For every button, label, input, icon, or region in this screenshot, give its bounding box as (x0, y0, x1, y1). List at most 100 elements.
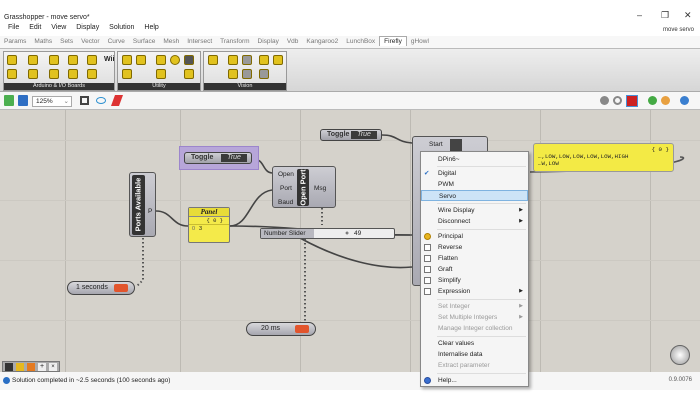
grid-icon[interactable] (242, 55, 252, 65)
menu-item-help[interactable]: Help... (421, 375, 528, 386)
menu-item-wire-display[interactable]: Wire Display▶ (421, 205, 528, 216)
menu-item-principal[interactable]: Principal (421, 231, 528, 242)
timer-1-seconds[interactable]: 1 seconds (67, 281, 135, 295)
menu-item-clear-values[interactable]: Clear values (438, 340, 475, 347)
folder-icon[interactable] (184, 69, 194, 79)
board-icon[interactable] (87, 55, 97, 65)
menu-solution[interactable]: Solution (109, 24, 135, 31)
shaded-preview-icon[interactable] (648, 96, 657, 105)
menu-view[interactable]: View (51, 24, 67, 31)
output-panel[interactable]: { 0 } …,LOW,LOW,LOW,LOW,LOW,HIGH …W,LOW (533, 143, 674, 172)
skeleton-icon[interactable] (242, 69, 252, 79)
tab-mesh[interactable]: Mesh (163, 38, 180, 45)
preview-eye-icon[interactable] (96, 97, 106, 104)
menu-item-digital[interactable]: ✔Digital (421, 168, 528, 179)
uno-write-icon[interactable] (28, 69, 38, 79)
panel-row-value[interactable]: 3 (199, 226, 203, 232)
camera-icon[interactable] (208, 55, 218, 65)
write-icon[interactable] (7, 55, 17, 65)
slider-grip-icon[interactable]: ⋄ (345, 230, 350, 237)
download-icon[interactable] (5, 363, 13, 371)
bracket-icon[interactable] (156, 55, 166, 65)
menu-item-graft[interactable]: Graft (421, 264, 528, 275)
navigation-compass-icon[interactable] (670, 345, 690, 365)
mega-write-icon[interactable] (49, 69, 59, 79)
restore-button[interactable]: ❐ (661, 10, 670, 20)
menu-edit[interactable]: Edit (29, 24, 42, 31)
play-icon[interactable] (170, 55, 180, 65)
webcam-icon[interactable] (228, 55, 238, 65)
binoculars-icon[interactable] (184, 55, 194, 65)
material-icon[interactable] (661, 96, 670, 105)
menu-help[interactable]: Help (144, 24, 159, 31)
meter-icon[interactable] (122, 69, 132, 79)
zoom-dropdown[interactable]: 125%⌄ (32, 96, 72, 107)
save-icon[interactable] (18, 95, 28, 106)
toggle-value[interactable]: True (221, 154, 247, 162)
open-port-component[interactable]: Open Port Baud Open Port Msg (272, 166, 336, 208)
remove-icon[interactable]: × (49, 363, 57, 371)
figure-icon[interactable] (259, 69, 269, 79)
sketch-icon[interactable] (110, 95, 124, 106)
uno-read-icon[interactable] (28, 55, 38, 65)
depth-icon[interactable] (259, 55, 269, 65)
tab-kangaroo2[interactable]: Kangaroo2 (306, 38, 339, 45)
due-read-icon[interactable] (68, 55, 78, 65)
tab-display[interactable]: Display (257, 38, 279, 45)
globe-icon[interactable] (680, 96, 689, 105)
due-write-icon[interactable] (68, 69, 78, 79)
tab-params[interactable]: Params (4, 38, 27, 45)
tab-vdb[interactable]: Vdb (286, 38, 299, 45)
menu-item-pwm[interactable]: PWM (438, 181, 454, 188)
menu-item-set-multiple-integers[interactable]: Set Multiple Integers▶ (421, 312, 528, 323)
wii-label[interactable]: Wii (104, 56, 115, 63)
tab-maths[interactable]: Maths (34, 38, 53, 45)
open-file-icon[interactable] (4, 95, 14, 106)
menu-item-servo[interactable]: Servo (421, 190, 528, 201)
wifi-icon[interactable] (16, 363, 24, 371)
tab-intersect[interactable]: Intersect (187, 38, 213, 45)
preview-selected-icon[interactable] (626, 95, 638, 107)
menu-item-internalise-data[interactable]: Internalise data (438, 351, 483, 358)
zoom-extents-icon[interactable] (80, 96, 89, 105)
add-icon[interactable]: + (38, 363, 46, 371)
tab-transform[interactable]: Transform (220, 38, 250, 45)
ports-available-component[interactable]: Ports Available P (129, 172, 156, 237)
tab-lunchbox[interactable]: LunchBox (346, 38, 376, 45)
gauge-icon[interactable] (136, 55, 146, 65)
close-button[interactable]: ✕ (684, 10, 692, 20)
tab-surface[interactable]: Surface (132, 38, 156, 45)
number-slider[interactable]: Number Slider ⋄ 49 (260, 228, 395, 239)
tab-vector[interactable]: Vector (81, 38, 100, 45)
menu-item-flatten[interactable]: Flatten (421, 253, 528, 264)
menu-display[interactable]: Display (76, 24, 100, 31)
menu-item-expression[interactable]: Expression▶ (421, 286, 528, 297)
menu-item-manage-integer-collection[interactable]: Manage Integer collection (438, 325, 513, 332)
minimize-button[interactable]: – (637, 10, 643, 20)
open-port-icon[interactable] (7, 69, 17, 79)
toggle-value[interactable]: True (351, 131, 377, 139)
menu-item-disconnect[interactable]: Disconnect▶ (421, 216, 528, 227)
tab-firefly[interactable]: Firefly (379, 36, 407, 46)
gps-icon[interactable] (122, 55, 132, 65)
image-icon[interactable] (273, 55, 283, 65)
panel-component[interactable]: Panel { 0 } 0 3 (188, 207, 230, 243)
menu-file[interactable]: File (8, 24, 20, 31)
tab-sets[interactable]: Sets (60, 38, 74, 45)
menu-item-extract-parameter[interactable]: Extract parameter (438, 362, 490, 369)
tab-ghowl[interactable]: gHowl (410, 38, 429, 45)
code-icon[interactable] (87, 69, 97, 79)
menu-item-reverse[interactable]: Reverse (421, 242, 528, 253)
timer-20-ms[interactable]: 20 ms (246, 322, 316, 336)
layout-icon[interactable] (27, 363, 35, 371)
kinect-icon[interactable] (228, 69, 238, 79)
plug-icon[interactable] (156, 69, 166, 79)
mega-read-icon[interactable] (49, 55, 59, 65)
tab-curve[interactable]: Curve (107, 38, 125, 45)
disable-preview-icon[interactable] (613, 96, 622, 105)
menu-item-set-integer[interactable]: Set Integer▶ (421, 301, 528, 312)
preview-settings-icon[interactable] (600, 96, 609, 105)
